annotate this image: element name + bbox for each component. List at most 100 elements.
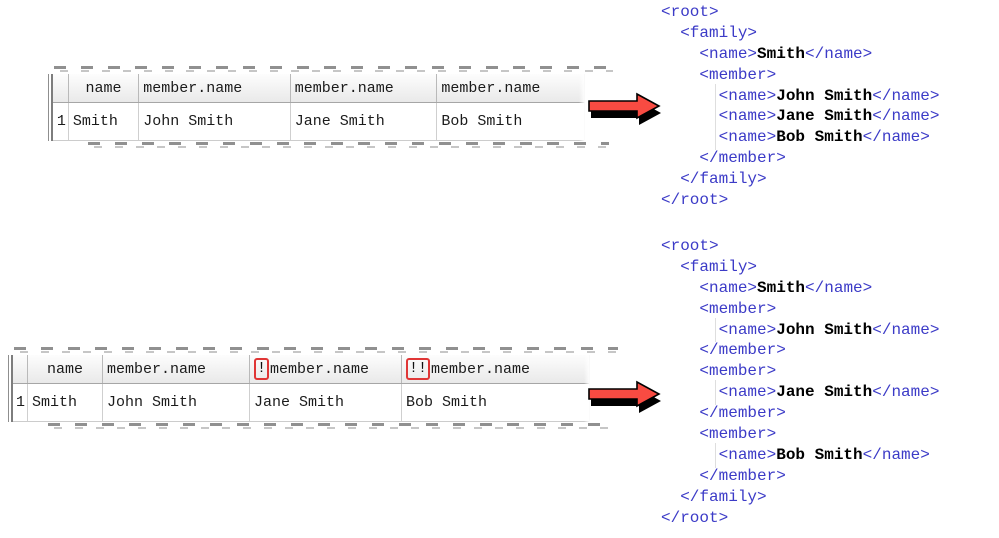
bang-highlight: ! (254, 358, 270, 380)
header-cell: name (28, 355, 103, 383)
xml-line: </family> (661, 169, 939, 190)
xml-tag: <name> (661, 86, 777, 105)
xml-line: <name>Jane Smith</name> (661, 104, 940, 130)
xml-value: Bob Smith (776, 128, 863, 147)
xml-tag: </name> (872, 320, 940, 339)
xml-line: <name>Bob Smith</name> (661, 442, 939, 468)
header-label: member.name (270, 360, 370, 378)
xml-tag: </root> (661, 508, 729, 527)
header-cell: !member.name (250, 355, 402, 383)
xml-line: </member> (661, 403, 939, 424)
xml-value: John Smith (776, 320, 873, 339)
xml-tag: </root> (661, 191, 729, 210)
xml-tag: </name> (872, 107, 940, 126)
xml-line: <root> (661, 2, 939, 23)
xml-line: <name>Smith</name> (661, 44, 939, 65)
xml-line: </member> (661, 466, 939, 487)
row-number-header-cell (13, 355, 28, 383)
xml-value: John Smith (776, 86, 873, 105)
xml-line: <name>John Smith</name> (661, 317, 940, 343)
header-cell: member.name (437, 74, 586, 102)
data-cell: Bob Smith (437, 103, 585, 140)
bang-highlight: !! (406, 358, 431, 380)
right-arrow-icon (588, 92, 661, 125)
xml-line: <member> (661, 65, 939, 86)
torn-edge-top (54, 66, 613, 72)
xml-tag: </name> (862, 128, 930, 147)
row-number-header-cell (53, 74, 69, 102)
xml-tag: </member> (661, 466, 786, 485)
xml-output-flat: <root> <family> <name>Smith</name> <memb… (661, 2, 939, 211)
xml-output-repeated: <root> <family> <name>Smith</name> <memb… (661, 236, 939, 528)
xml-line: </member> (661, 148, 939, 169)
xml-tag: </name> (862, 445, 930, 464)
data-cell: Jane Smith (291, 103, 438, 140)
xml-value: Smith (757, 44, 806, 63)
right-arrow-icon (588, 380, 661, 413)
xml-line: <name>John Smith</name> (661, 83, 940, 109)
xml-line: <name>Jane Smith</name> (661, 380, 940, 406)
xml-tag: <member> (661, 362, 777, 381)
xml-line: <root> (661, 236, 939, 257)
xml-line: </member> (661, 340, 939, 361)
xml-line: <member> (661, 424, 939, 445)
xml-tag: <family> (661, 257, 758, 276)
xml-tag: <name> (661, 128, 777, 147)
xml-tag: </name> (872, 86, 940, 105)
data-cell: Smith (69, 103, 140, 140)
xml-tag: </member> (661, 341, 786, 360)
xml-tag: <name> (661, 383, 777, 402)
header-label: member.name (431, 360, 531, 378)
xml-tag: </family> (661, 487, 767, 506)
xml-tag: </name> (872, 383, 940, 402)
xml-line: <member> (661, 361, 939, 382)
xml-tag: </name> (805, 44, 873, 63)
xml-tag: </family> (661, 170, 767, 189)
grid-left-edge (48, 74, 53, 141)
xml-line: </family> (661, 487, 939, 508)
xml-tag: </member> (661, 149, 786, 168)
torn-edge-top (14, 347, 618, 353)
header-cell: name (69, 74, 140, 102)
torn-edge-bottom (48, 423, 614, 429)
xml-value: Smith (757, 278, 806, 297)
header-cell: !!member.name (402, 355, 590, 383)
xml-tag: <member> (661, 65, 777, 84)
xml-line: <family> (661, 257, 939, 278)
xml-line: </root> (661, 190, 939, 211)
xml-tag: <root> (661, 3, 719, 21)
grid-left-edge (8, 355, 13, 422)
xml-line: <name>Smith</name> (661, 278, 939, 299)
xml-tag: <root> (661, 237, 719, 255)
data-cell: Bob Smith (402, 384, 590, 421)
data-cell: Smith (28, 384, 103, 421)
row-number-cell: 1 (53, 103, 69, 140)
header-cell: member.name (103, 355, 250, 383)
xml-tag: <member> (661, 299, 777, 318)
data-cell: John Smith (103, 384, 250, 421)
header-cell: member.name (291, 74, 438, 102)
data-cell: Jane Smith (250, 384, 402, 421)
data-cell: John Smith (139, 103, 291, 140)
xml-tag: </member> (661, 404, 786, 423)
torn-edge-bottom (88, 142, 609, 148)
xml-tag: <name> (661, 44, 758, 63)
xml-tag: <family> (661, 23, 758, 42)
xml-line: <name>Bob Smith</name> (661, 125, 939, 151)
xml-tag: <name> (661, 445, 777, 464)
xml-line: <family> (661, 23, 939, 44)
xml-tag: <name> (661, 320, 777, 339)
xml-tag: <name> (661, 278, 758, 297)
xml-line: <member> (661, 299, 939, 320)
xml-tag: <member> (661, 425, 777, 444)
xml-value: Bob Smith (776, 445, 863, 464)
